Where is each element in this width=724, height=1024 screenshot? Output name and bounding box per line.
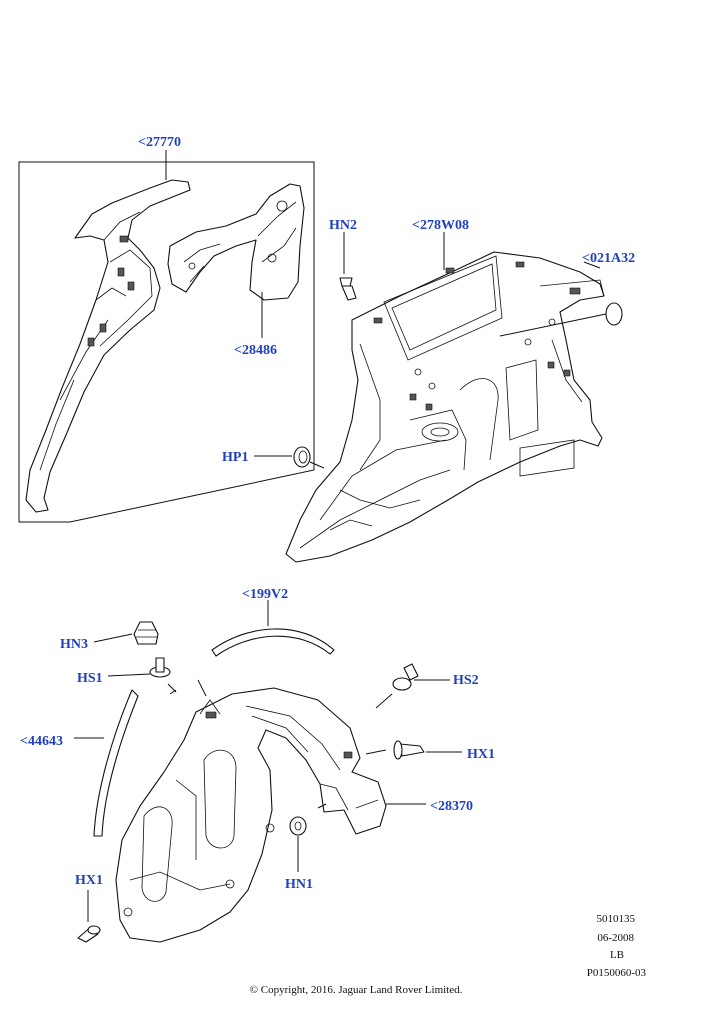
moulding-199v2: [211, 628, 335, 657]
fastener-hn2: [339, 277, 357, 301]
callout-hp1: HP1: [222, 450, 248, 465]
rivet-hx1-right: [393, 740, 425, 760]
callout-hx1-left: HX1: [75, 873, 103, 888]
quarter-panel-278w08: [285, 251, 605, 563]
ref-illustration: P0150060-03: [587, 967, 647, 979]
plug-hp1: [293, 446, 311, 468]
callout-199v2: <199V2: [242, 587, 288, 602]
leader-hn3: [93, 633, 133, 643]
inset-box: [18, 161, 315, 523]
callout-021a32: <021A32: [582, 251, 635, 266]
leader-grommet: [499, 313, 607, 337]
leader-021a32: [583, 261, 601, 269]
callout-hs1: HS1: [77, 671, 103, 686]
callout-hn1: HN1: [285, 877, 313, 892]
ref-date: 06-2008: [597, 932, 634, 944]
leader-arch-clip: [197, 679, 207, 697]
leader-hs2-b: [375, 693, 393, 709]
callout-hn3: HN3: [60, 637, 88, 652]
nut-hn1: [289, 816, 307, 836]
leader-hs1: [107, 673, 151, 677]
screw-hs1: [149, 657, 171, 678]
rivet-hx1-left: [77, 925, 101, 943]
ref-market: LB: [610, 949, 624, 961]
callout-28486: <28486: [234, 343, 277, 358]
wheel-arch-liner-28370: [115, 687, 387, 943]
leader-hx1-right-b: [365, 749, 387, 755]
screw-hs2: [392, 663, 419, 691]
clip-hn3: [133, 621, 159, 645]
callout-hx1-right: HX1: [467, 747, 495, 762]
copyright: © Copyright, 2016. Jaguar Land Rover Lim…: [250, 984, 463, 996]
leader-hn1-b: [317, 803, 327, 809]
callout-hs2: HS2: [453, 673, 479, 688]
callout-27770: <27770: [138, 135, 181, 150]
pillar-panel-27770: [25, 179, 191, 513]
callout-278w08: <278W08: [412, 218, 469, 233]
callout-44643: <44643: [20, 734, 63, 749]
callout-hn2: HN2: [329, 218, 357, 233]
ref-number: 5010135: [597, 913, 636, 925]
grommet-021a32: [605, 302, 623, 326]
leader-hs1-b: [167, 683, 177, 695]
callout-28370: <28370: [430, 799, 473, 814]
pillar-panel-28486: [167, 183, 305, 301]
leader-hp1-b: [309, 461, 325, 469]
seal-strip-44643: [93, 689, 139, 837]
